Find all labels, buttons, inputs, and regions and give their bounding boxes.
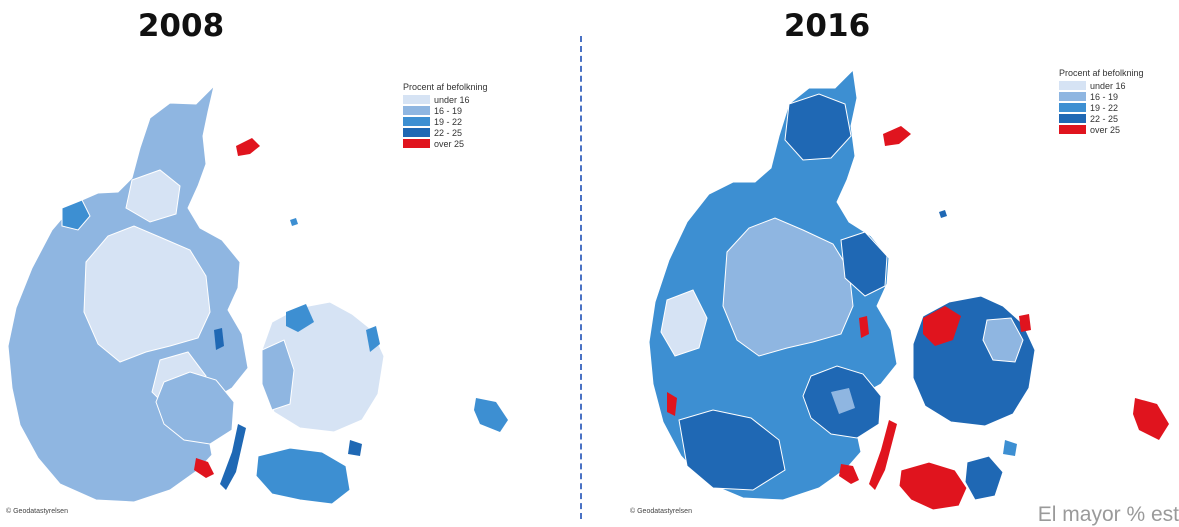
- legend-swatch: [1059, 114, 1086, 123]
- region-west-light: [660, 289, 708, 357]
- legend-item: 19 - 22: [403, 116, 488, 127]
- legend-item: 16 - 19: [403, 105, 488, 116]
- legend-label: 22 - 25: [434, 127, 463, 138]
- legend-swatch: [403, 139, 430, 148]
- region-aero: [194, 458, 214, 478]
- legend-2016: Procent af befolkning under 16 16 - 19 1…: [1059, 68, 1144, 135]
- region-zealand-west: [261, 339, 295, 411]
- legend-swatch: [1059, 81, 1086, 90]
- year-title-2016: 2016: [783, 8, 871, 44]
- region-anholt: [939, 210, 947, 218]
- region-center: [722, 217, 854, 357]
- legend-title: Procent af befolkning: [1059, 68, 1144, 78]
- region-funen-light: [831, 388, 855, 414]
- region-north: [784, 93, 852, 161]
- legend-swatch: [403, 95, 430, 104]
- legend-title: Procent af befolkning: [403, 82, 488, 92]
- legend-item: under 16: [403, 94, 488, 105]
- region-west-coast-red: [667, 392, 677, 416]
- legend-label: under 16: [1090, 80, 1126, 91]
- legend-item: 19 - 22: [1059, 102, 1144, 113]
- partial-caption: El mayor % est: [1037, 503, 1179, 526]
- region-jutland-center-light: [83, 225, 211, 363]
- region-lolland-falster: [898, 461, 968, 511]
- region-zealand-light: [982, 317, 1024, 363]
- panel-divider: [580, 36, 582, 519]
- region-north-light: [125, 169, 181, 223]
- legend-item: over 25: [403, 138, 488, 149]
- region-bornholm: [474, 398, 508, 432]
- region-laeso: [883, 126, 911, 146]
- region-odsherred: [923, 306, 961, 346]
- legend-swatch: [403, 106, 430, 115]
- region-odsherred: [286, 304, 314, 332]
- region-mon: [1003, 440, 1017, 456]
- legend-label: 16 - 19: [434, 105, 463, 116]
- region-anholt: [290, 218, 298, 226]
- legend-label: under 16: [434, 94, 470, 105]
- region-mon: [348, 440, 362, 456]
- legend-item: 16 - 19: [1059, 91, 1144, 102]
- legend-item: 22 - 25: [403, 127, 488, 138]
- legend-swatch: [1059, 103, 1086, 112]
- region-south: [678, 409, 786, 491]
- map-panel-2016: 2016 Procent af befolkning: [583, 0, 1179, 526]
- region-laeso: [236, 138, 260, 156]
- legend-swatch: [1059, 92, 1086, 101]
- region-copenhagen: [366, 326, 380, 352]
- map-credit: © Geodatastyrelsen: [630, 508, 692, 515]
- legend-label: over 25: [1090, 124, 1121, 135]
- region-east-coast: [840, 231, 888, 297]
- legend-label: 19 - 22: [434, 116, 463, 127]
- region-langeland: [220, 424, 246, 490]
- map-credit: © Geodatastyrelsen: [6, 508, 68, 515]
- region-bornholm: [1133, 398, 1169, 440]
- denmark-map-2016: [648, 68, 1169, 511]
- region-langeland: [869, 420, 897, 490]
- region-lolland-falster: [255, 447, 351, 505]
- region-falster: [964, 455, 1004, 501]
- region-midwest: [61, 199, 91, 231]
- denmark-map-2008: [7, 84, 508, 505]
- map-panel-2008: 2008 Procent af befolkning under 16: [0, 0, 580, 519]
- region-samso: [859, 316, 869, 338]
- legend-swatch: [403, 128, 430, 137]
- legend-swatch: [403, 117, 430, 126]
- region-aero: [839, 464, 859, 484]
- region-copenhagen: [1019, 314, 1031, 332]
- legend-item: 22 - 25: [1059, 113, 1144, 124]
- region-samso: [214, 328, 224, 350]
- year-title-2008: 2008: [137, 8, 225, 44]
- legend-label: over 25: [434, 138, 465, 149]
- legend-item: over 25: [1059, 124, 1144, 135]
- legend-label: 22 - 25: [1090, 113, 1119, 124]
- legend-2008: Procent af befolkning under 16 16 - 19 1…: [403, 82, 488, 149]
- region-funen: [155, 371, 235, 445]
- legend-label: 16 - 19: [1090, 91, 1119, 102]
- legend-swatch: [1059, 125, 1086, 134]
- legend-item: under 16: [1059, 80, 1144, 91]
- legend-label: 19 - 22: [1090, 102, 1119, 113]
